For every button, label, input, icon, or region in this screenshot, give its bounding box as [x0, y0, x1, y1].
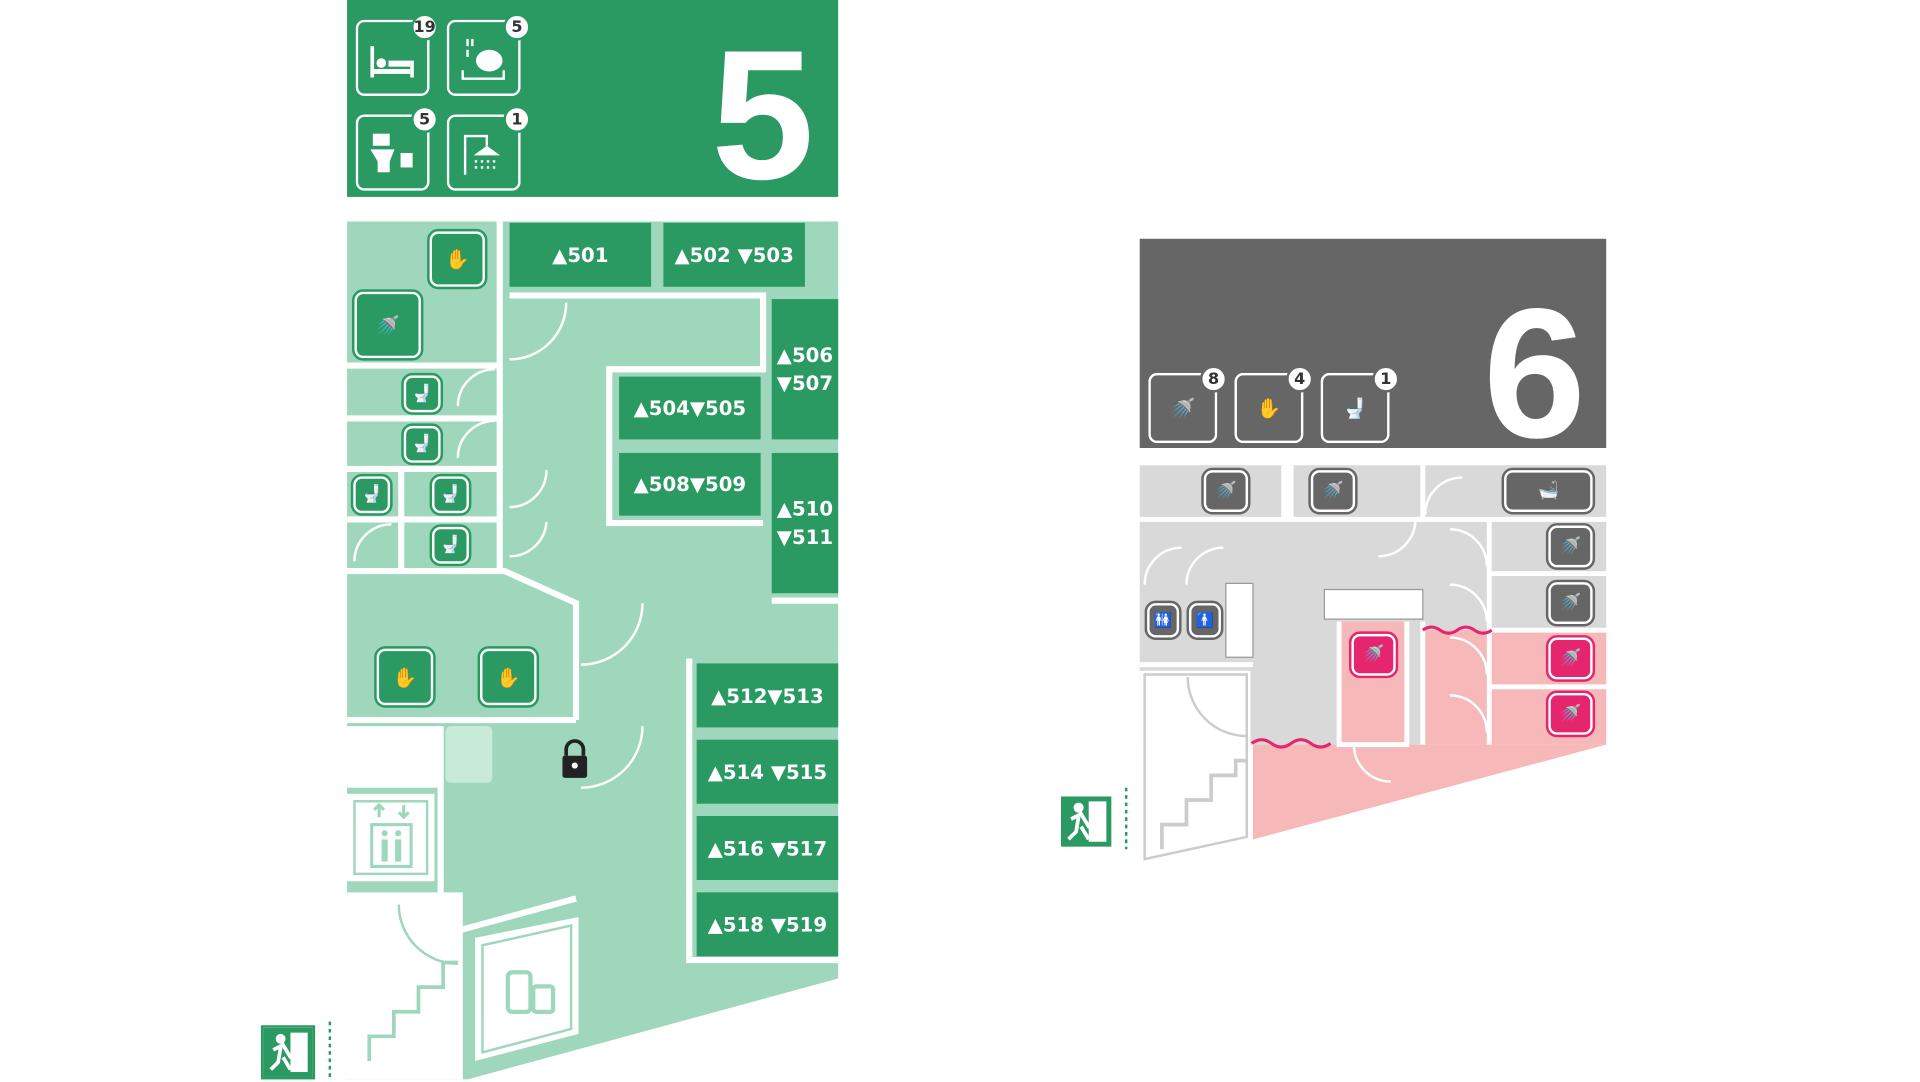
- toilet-icon: 🚽: [401, 372, 444, 415]
- toilet-count-badge: 5: [411, 105, 439, 133]
- room-512-513: ▲512▼513: [696, 663, 839, 728]
- shower-icon: 🚿: [1308, 467, 1358, 515]
- room-504-505: ▲504▼505: [619, 376, 761, 440]
- shower-icon: 🚿: [1545, 579, 1596, 627]
- shower-icon: 🚿: [1348, 631, 1399, 679]
- toilet-icon: 🚽: [401, 423, 444, 466]
- lock-icon: [560, 738, 590, 785]
- toilet-icon: 🚽: [350, 473, 393, 516]
- hand-wash-icon: ✋: [477, 646, 540, 708]
- hand-wash-count-badge: 4: [1286, 365, 1314, 393]
- shower-count-badge: 1: [503, 105, 531, 133]
- bed-count-badge: 19: [411, 13, 439, 41]
- restroom-icon: 🚻: [1144, 600, 1182, 641]
- shower-icon: 🚿: [1545, 690, 1596, 738]
- toilet-icon: 🚽: [429, 473, 472, 516]
- room-514-515: ▲514 ▼515: [696, 739, 839, 804]
- room-502-503: ▲502 ▼503: [663, 222, 805, 287]
- hand-wash-icon: [444, 17, 524, 99]
- shower-icon: 🚿: [1545, 523, 1596, 570]
- room-516-517: ▲516 ▼517: [696, 816, 839, 881]
- room-510-511: ▲510 ▼511: [771, 452, 839, 594]
- shower-icon: 🚿: [1201, 467, 1251, 515]
- shower-icon: 🚿: [352, 289, 424, 361]
- elevator-icon: [367, 802, 416, 871]
- room-508-509: ▲508▼509: [619, 452, 761, 516]
- restroom-icon: 🚹: [1186, 600, 1224, 641]
- floor5-number: 5: [711, 11, 815, 218]
- toilet-count-badge: 1: [1372, 365, 1400, 393]
- emergency-exit-icon: [260, 1025, 316, 1080]
- floor6-number: 6: [1483, 269, 1586, 477]
- shower-icon: 🚿: [1145, 370, 1220, 446]
- shower-icon: 🚿: [1545, 635, 1596, 682]
- toilet-icon: 🚽: [429, 524, 472, 567]
- hand-wash-icon: ✋: [427, 228, 488, 290]
- hand-wash-icon: ✋: [374, 646, 436, 708]
- room-506-507: ▲506 ▼507: [771, 299, 839, 440]
- bathtub-icon: 🛁: [1501, 467, 1596, 515]
- shoes-icon: [445, 726, 493, 783]
- room-501: ▲501: [509, 222, 652, 287]
- room-518-519: ▲518 ▼519: [696, 892, 839, 957]
- luggage-icon: [502, 964, 559, 1021]
- hand-wash-count-badge: 5: [503, 13, 531, 41]
- shower-count-badge: 8: [1200, 365, 1228, 393]
- emergency-exit-icon: [1060, 796, 1112, 847]
